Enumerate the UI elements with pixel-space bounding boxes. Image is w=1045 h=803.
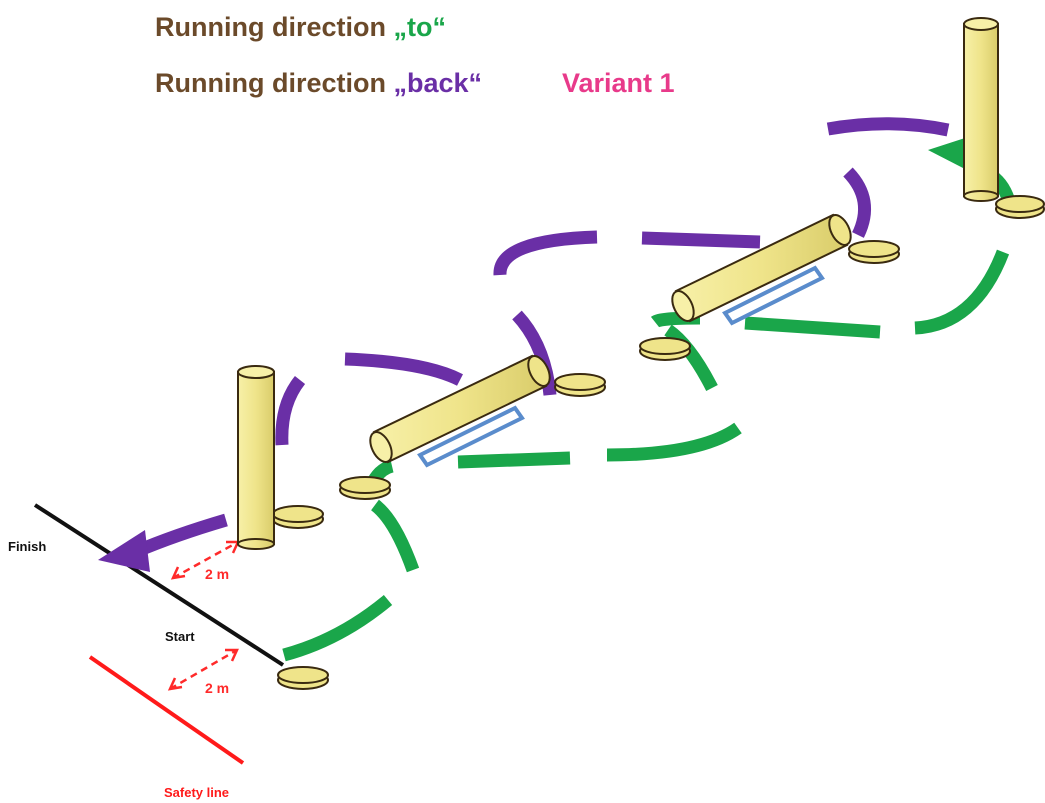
- pads: [417, 265, 825, 468]
- disc-marker-icon: [639, 337, 691, 361]
- finish-label: Finish: [8, 539, 46, 554]
- turn-arrow-icon: [928, 138, 965, 168]
- lying-pole-icon: [671, 213, 852, 323]
- disc-markers: [272, 195, 1045, 690]
- standing-pole-icon: [963, 17, 999, 202]
- disc-marker-icon: [995, 195, 1045, 219]
- disc-marker-icon: [848, 240, 900, 264]
- distance-label-upper: 2 m: [205, 566, 229, 582]
- standing-pole-icon: [237, 365, 275, 550]
- route-to: [282, 170, 1017, 662]
- start-finish-line: [33, 503, 285, 667]
- pad-icon: [722, 265, 825, 326]
- safety-line-label: Safety line: [164, 785, 229, 800]
- variant-label: Variant 1: [562, 68, 675, 98]
- distance-label-lower: 2 m: [205, 680, 229, 696]
- disc-marker-icon: [277, 666, 329, 690]
- disc-marker-icon: [272, 505, 324, 529]
- lying-pole-icon: [369, 354, 551, 464]
- legend-back: Running direction „back“: [155, 68, 482, 98]
- route-back: [132, 117, 950, 558]
- safety-line: [88, 655, 245, 765]
- start-label: Start: [165, 629, 195, 644]
- disc-marker-icon: [554, 373, 606, 397]
- finish-arrow-icon: [98, 530, 150, 572]
- disc-marker-icon: [339, 476, 391, 500]
- distance-marker-lower: [167, 648, 239, 691]
- legend-to: Running direction „to“: [155, 12, 446, 42]
- pad-icon: [417, 405, 525, 468]
